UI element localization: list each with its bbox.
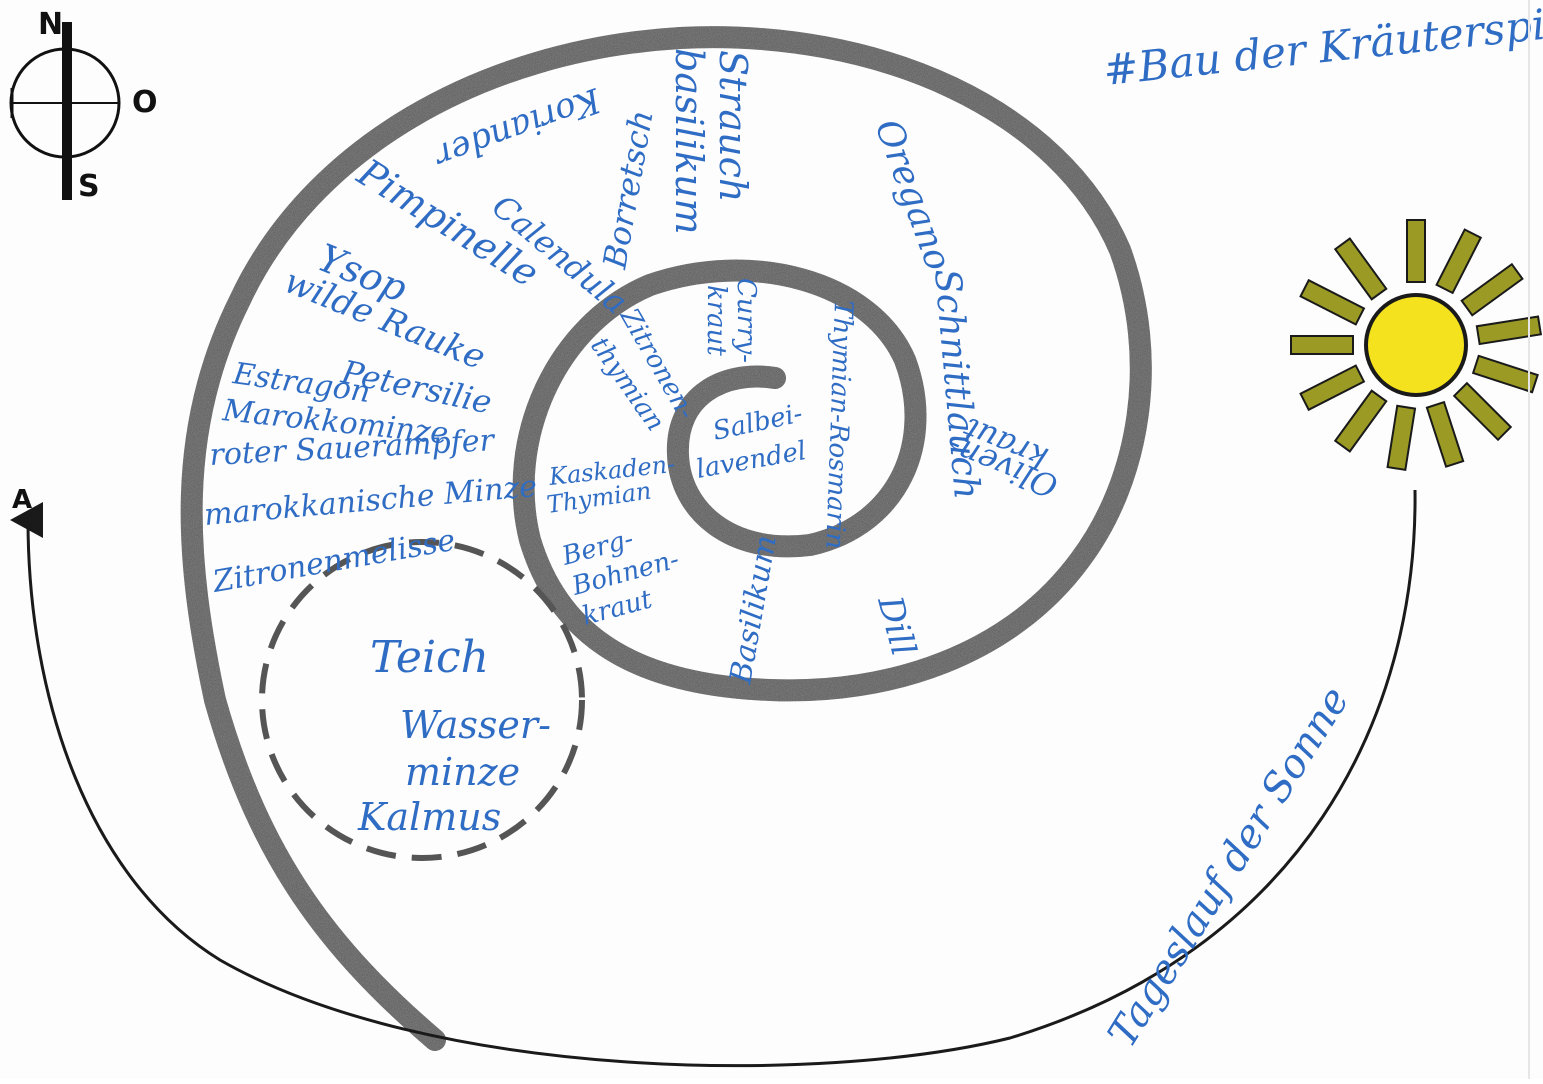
herb-label: lavendel xyxy=(694,436,809,485)
pond-plant-2: minze xyxy=(405,750,520,794)
herb-label: basilikum xyxy=(667,48,711,234)
herb-label: marokkanische Minze xyxy=(203,469,539,533)
herb-label: Zitronenmelisse xyxy=(209,523,458,600)
herb-label: kraut xyxy=(701,285,731,356)
herb-label: Basilikum xyxy=(723,533,784,688)
sun-path-label: Tageslauf der Sonne xyxy=(1099,679,1358,1055)
herb-label: Oregano xyxy=(867,114,959,276)
page-title: #Bau der Kräuterspirale xyxy=(1101,0,1543,95)
compass-north-label: N xyxy=(38,7,63,42)
herb-label: Strauch xyxy=(711,50,755,202)
herb-label: Curry- xyxy=(731,278,761,363)
herb-label: Dill xyxy=(869,591,923,660)
paper-edge xyxy=(1528,0,1530,1079)
compass-icon: N O S xyxy=(10,7,158,204)
compass-east-label: O xyxy=(132,85,158,120)
sun-icon xyxy=(1291,220,1541,470)
spiral-wall xyxy=(192,37,1141,1040)
pond-label: Teich xyxy=(370,632,489,683)
sun-arrow-label: A xyxy=(12,485,32,515)
herb-label: Borretsch xyxy=(595,107,660,272)
compass-south-label: S xyxy=(78,169,100,204)
pond-plant-1: Wasser- xyxy=(400,703,551,747)
herb-label: Thymian-Rosmarin xyxy=(819,300,858,550)
pond-plant-3: Kalmus xyxy=(357,795,501,839)
